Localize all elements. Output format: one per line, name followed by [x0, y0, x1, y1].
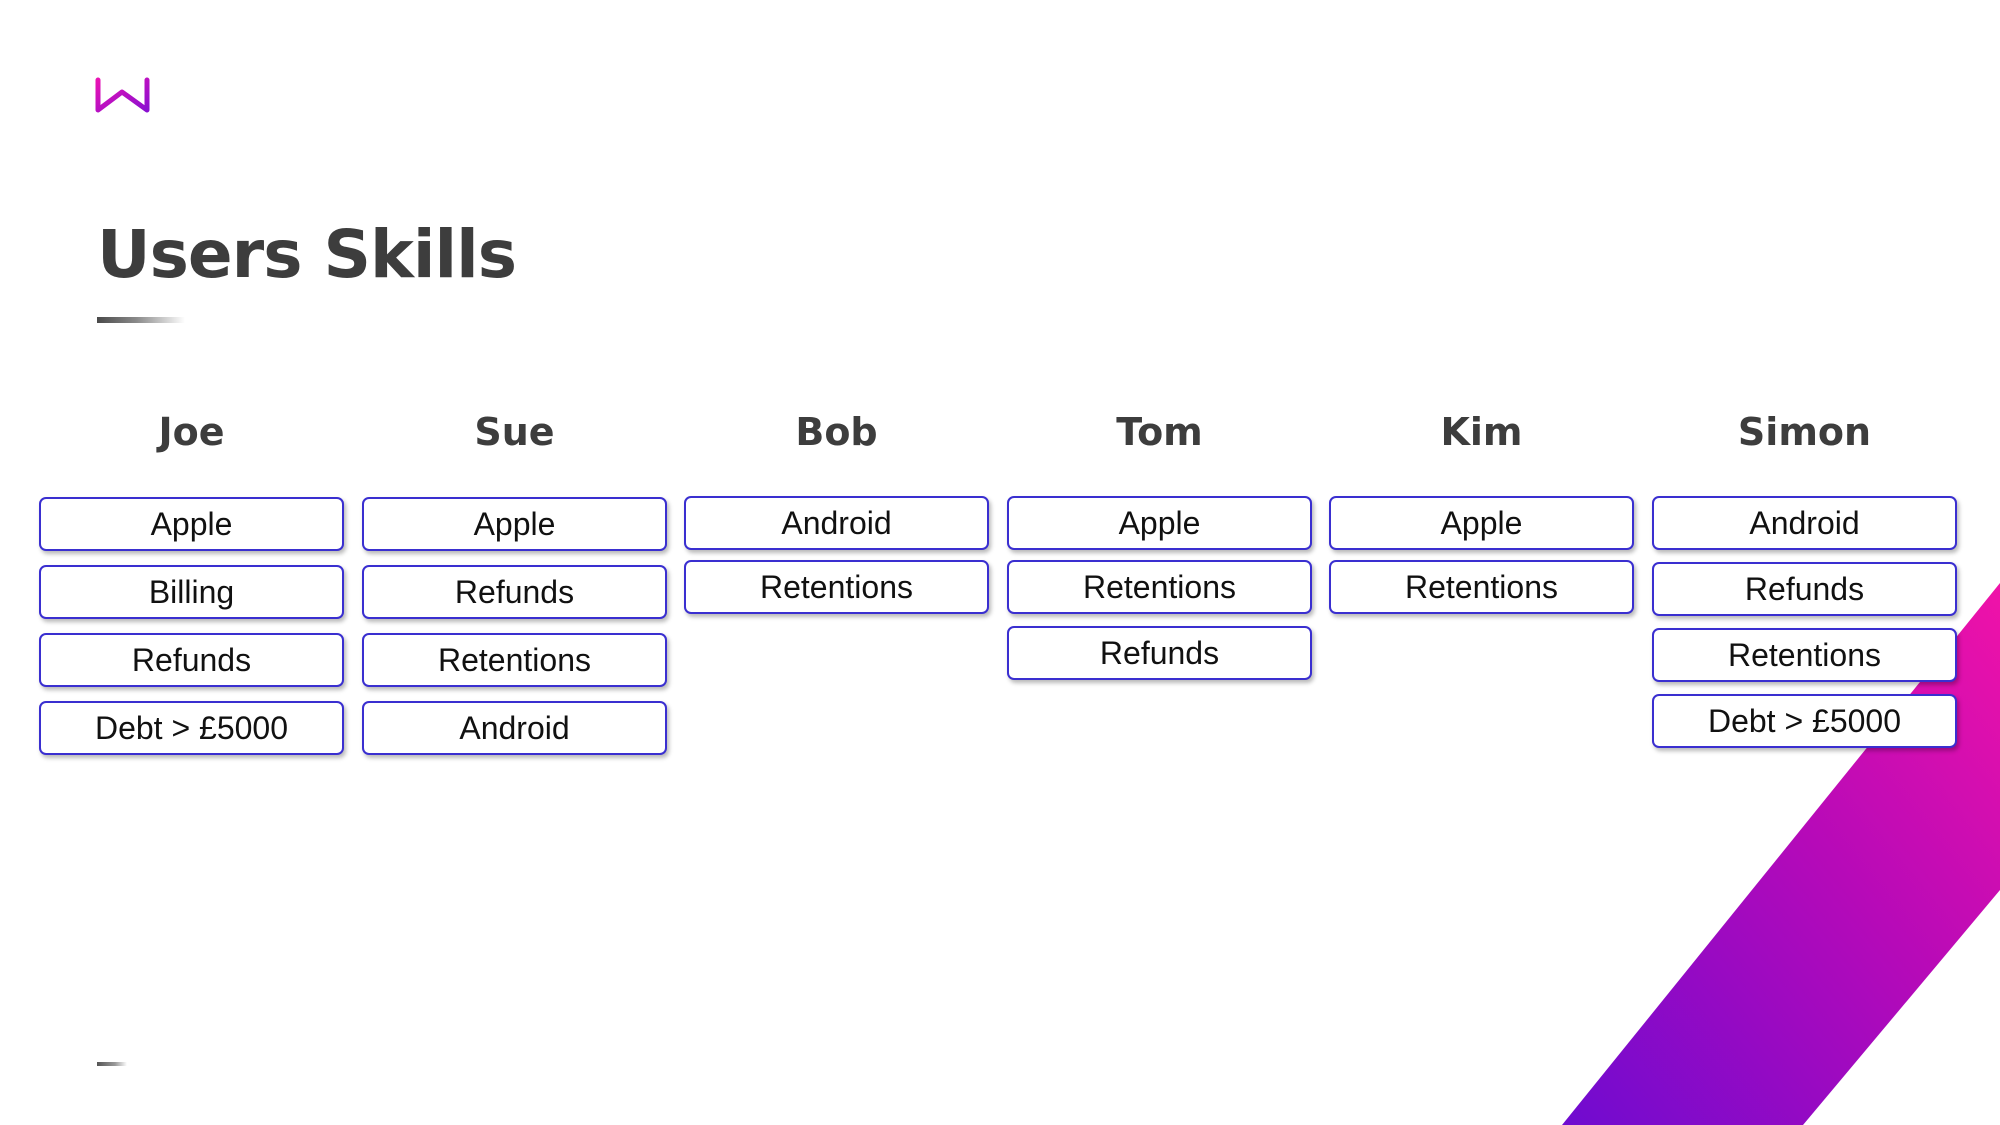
title-underline [97, 317, 185, 323]
brand-logo-icon [95, 77, 150, 113]
user-name: Bob [795, 410, 878, 454]
skill-tag: Retentions [362, 633, 667, 687]
skill-tag: Retentions [1329, 560, 1634, 614]
skill-tag: Android [684, 496, 989, 550]
user-name: Kim [1440, 410, 1523, 454]
skill-tag: Billing [39, 565, 344, 619]
page-title: Users Skills [97, 216, 517, 293]
skill-tag: Refunds [362, 565, 667, 619]
skill-tag: Apple [1007, 496, 1312, 550]
skill-tag: Retentions [684, 560, 989, 614]
skill-tag: Apple [362, 497, 667, 551]
skill-tag: Apple [39, 497, 344, 551]
skill-tag: Debt > £5000 [1652, 694, 1957, 748]
footer-mark [97, 1062, 127, 1066]
skill-tag: Refunds [39, 633, 344, 687]
user-name: Joe [158, 410, 225, 454]
skill-tag: Android [1652, 496, 1957, 550]
skill-tag: Android [362, 701, 667, 755]
skill-tag: Retentions [1652, 628, 1957, 682]
user-name: Simon [1737, 410, 1872, 454]
skill-tag: Apple [1329, 496, 1634, 550]
skill-tag: Debt > £5000 [39, 701, 344, 755]
user-name: Tom [1116, 410, 1203, 454]
skill-tag: Refunds [1007, 626, 1312, 680]
skill-tag: Refunds [1652, 562, 1957, 616]
user-name: Sue [474, 410, 555, 454]
skill-tag: Retentions [1007, 560, 1312, 614]
